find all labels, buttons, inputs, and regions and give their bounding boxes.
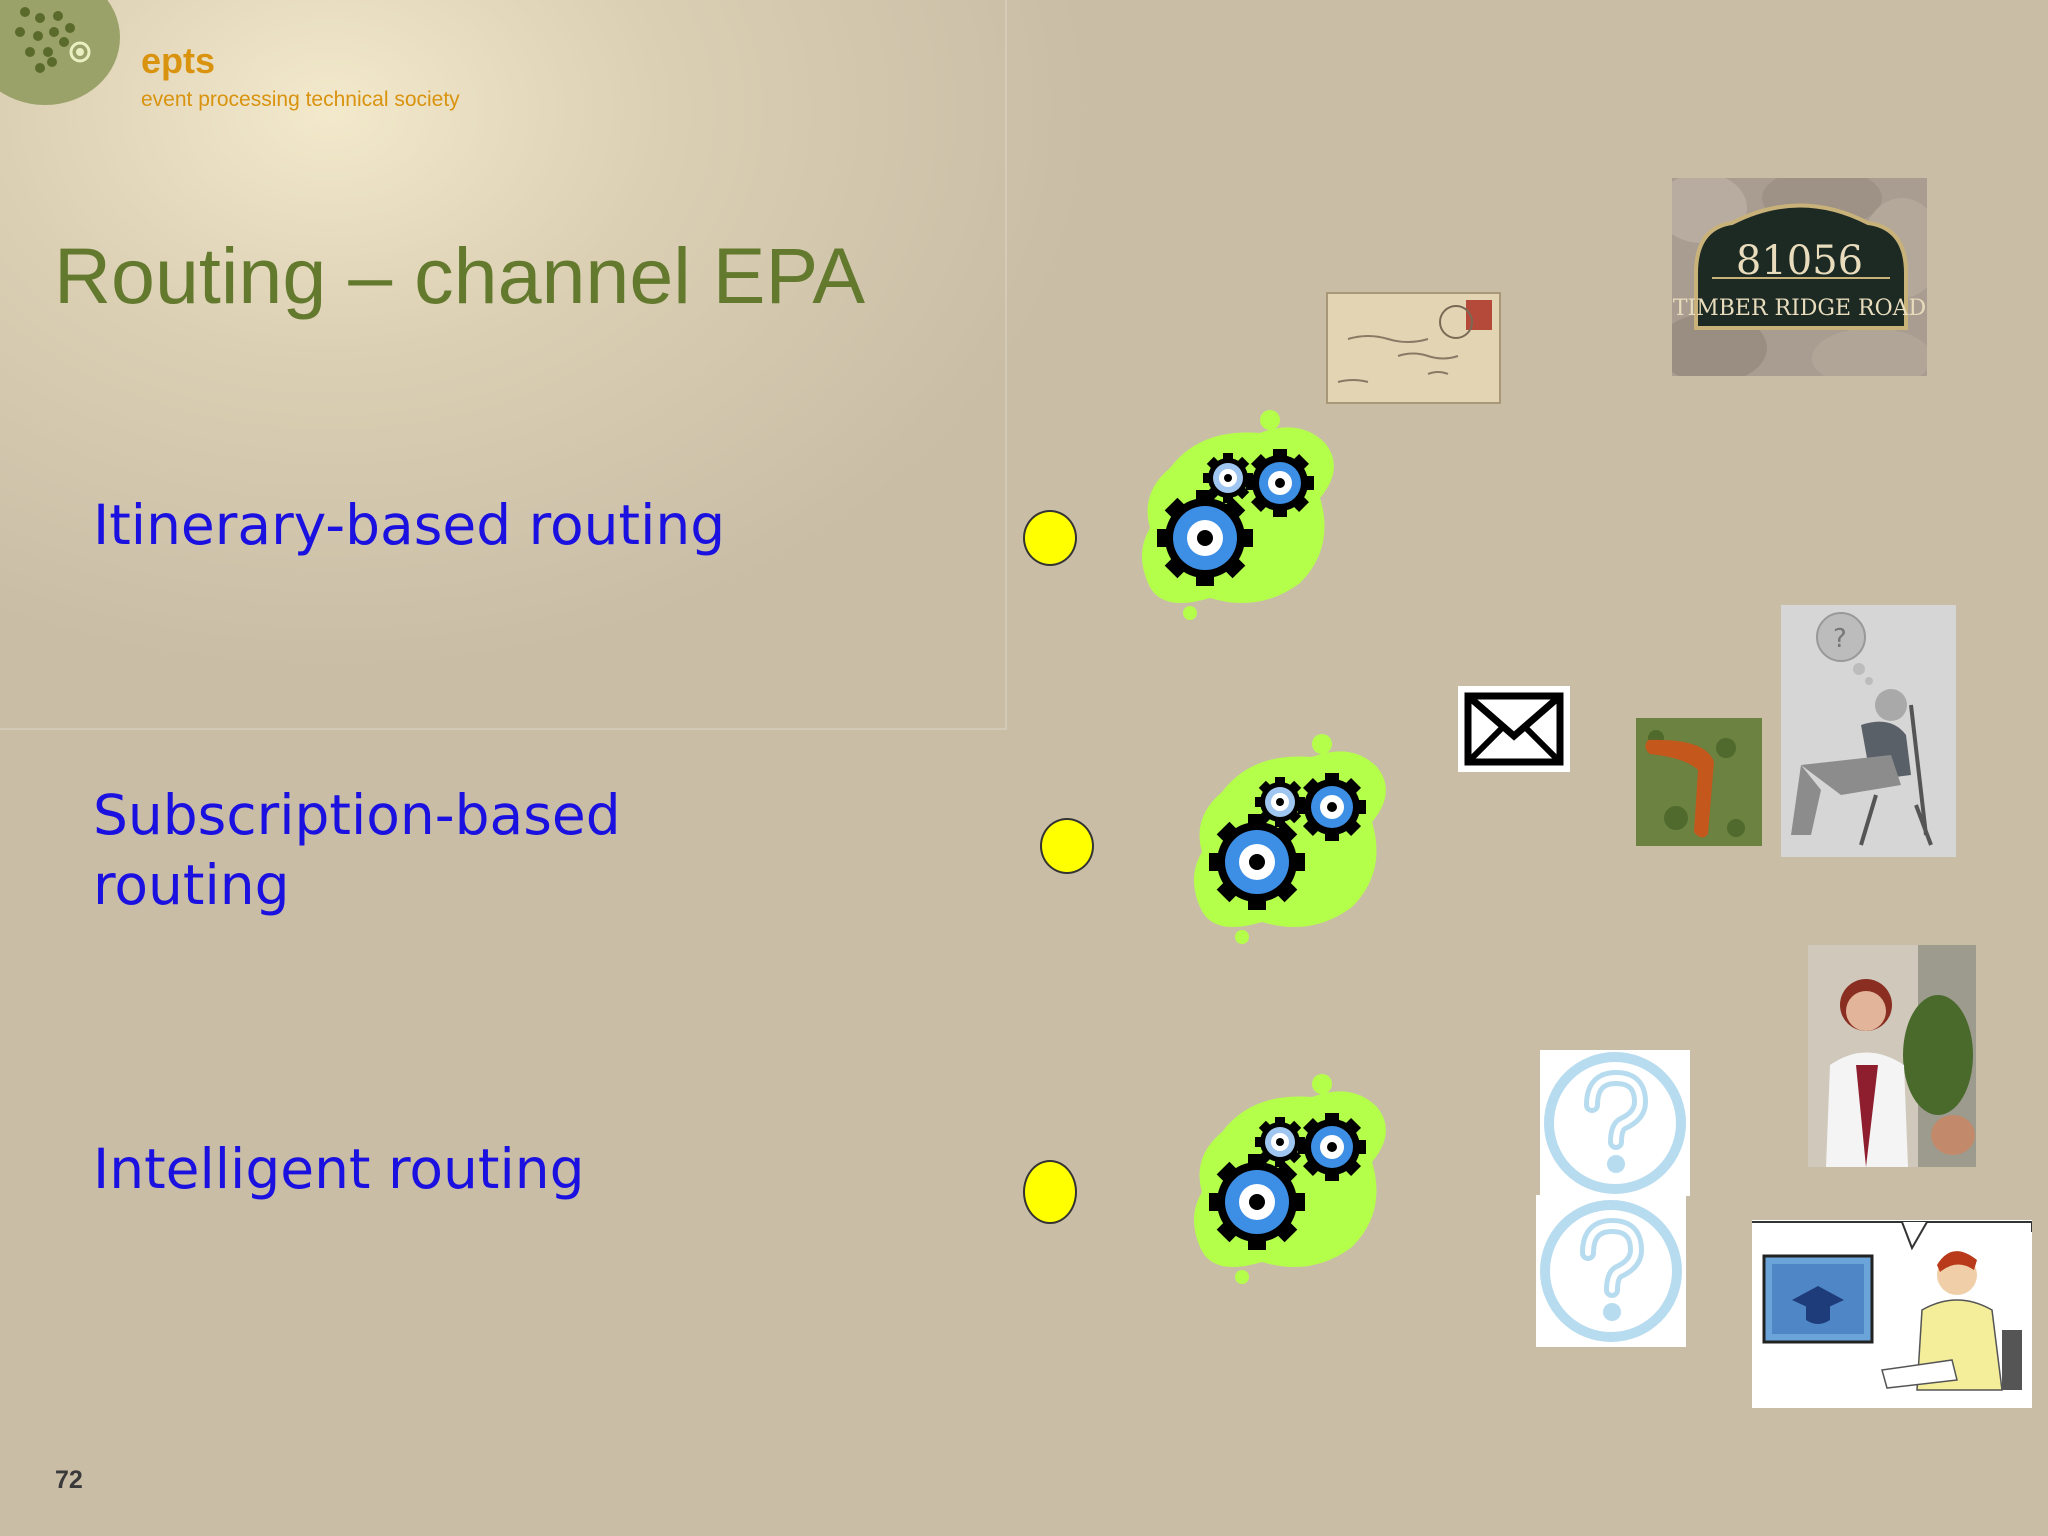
svg-text:?: ? [1833, 624, 1847, 654]
item-subscription-routing: Subscription-based routing [93, 783, 621, 917]
address-plaque-image: 81056 TIMBER RIDGE ROAD [1672, 178, 1927, 376]
event-dot-2 [1040, 818, 1094, 874]
event-dot-1 [1023, 510, 1077, 566]
text-panel-frame [0, 0, 1007, 730]
slide-title: Routing – channel EPA [54, 231, 866, 320]
item-intelligent-routing: Intelligent routing [93, 1137, 585, 1201]
event-dot-3 [1023, 1160, 1077, 1224]
brand-subtitle: event processing technical society [141, 88, 460, 111]
mail-envelope-icon [1458, 686, 1570, 772]
epa-gears-icon [1192, 732, 1402, 947]
plaque-number: 81056 [1735, 238, 1864, 284]
question-mark-icon [1536, 1195, 1686, 1347]
boomerang-image [1636, 718, 1762, 846]
epa-gears-icon [1140, 408, 1350, 623]
epts-logo-icon [0, 0, 120, 105]
consultant-person-image [1808, 945, 1976, 1167]
thinking-person-image: ? [1781, 605, 1956, 857]
question-mark-icon [1540, 1050, 1690, 1196]
brand-name: epts [141, 40, 216, 81]
plaque-street: TIMBER RIDGE ROAD [1672, 296, 1927, 321]
graduation-advisor-image [1752, 1220, 2032, 1408]
page-number: 72 [55, 1466, 83, 1494]
item-itinerary-routing: Itinerary-based routing [93, 493, 726, 557]
old-envelope-image [1326, 292, 1501, 404]
epa-gears-icon [1192, 1072, 1402, 1287]
